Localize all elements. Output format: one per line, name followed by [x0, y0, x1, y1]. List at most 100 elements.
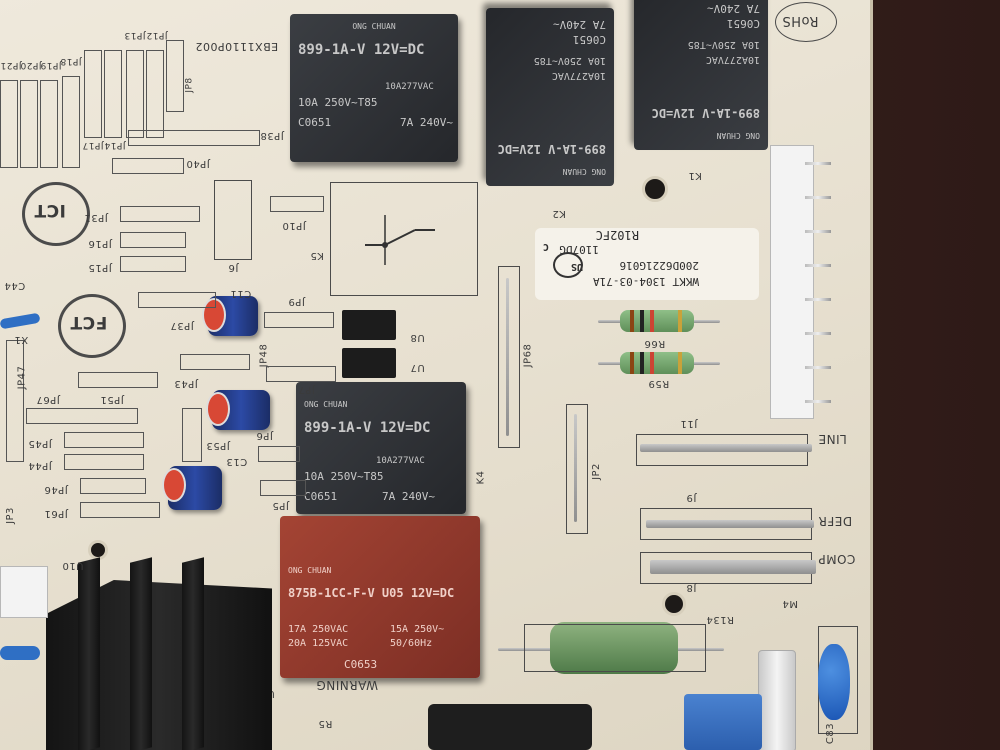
silk-jp68: JP68 [522, 343, 534, 368]
silk-jp3: JP3 [4, 507, 16, 524]
relay-rating-c: 7A 240V~ [707, 2, 760, 15]
label-line1: R102FC [595, 228, 639, 242]
jumper-jp9 [264, 312, 334, 328]
silk-k2: K2 [552, 208, 566, 219]
relay-code: C0651 [726, 17, 760, 30]
silk-c13: C13 [226, 456, 248, 467]
silk-j11: J11 [680, 418, 698, 429]
jumper-jp13 [126, 50, 144, 138]
jumper-jp5 [260, 480, 306, 496]
silk-line: LINE [818, 432, 847, 446]
silk-j6: J6 [228, 262, 239, 273]
silk-c83: C83 [825, 722, 837, 745]
jumper-jp12 [146, 50, 164, 138]
connector-pin [805, 196, 831, 199]
jp2-outline [566, 404, 588, 534]
heatsink-fin [78, 557, 100, 750]
jumper-jp45 [64, 432, 144, 448]
jumper-jp44 [64, 454, 144, 470]
connector-pin [805, 400, 831, 403]
rohs-mark [775, 2, 837, 42]
relay-code: C0651 [572, 33, 606, 46]
silk-jp12: JP12 [146, 30, 168, 40]
connector-pin [805, 298, 831, 301]
connector-pin [805, 366, 831, 369]
relay-rating-d: 50/60Hz [390, 638, 433, 649]
connector-pin [805, 332, 831, 335]
relay-model: 899-1A-V 12V=DC [298, 42, 425, 58]
mounting-hole [662, 592, 686, 616]
rohs-text: RoHS [782, 13, 819, 28]
relay-rating-b: 10A277VAC [551, 70, 606, 81]
electrolytic-capacitor [202, 296, 258, 336]
jumper-jp53 [182, 408, 202, 462]
silk-jp43: JP43 [174, 378, 198, 389]
ict-text: ICT [34, 200, 66, 220]
jumper-jp17 [84, 50, 102, 138]
silk-jp19: JP19 [40, 60, 62, 70]
jumper-jp8 [166, 40, 184, 112]
electrolytic-capacitor [206, 390, 270, 430]
relay-model: 899-1A-V 12V=DC [651, 106, 760, 120]
silk-k5: K5 [310, 250, 324, 261]
silk-jp10: JP10 [282, 220, 306, 231]
relay-model: 899-1A-V 12V=DC [304, 420, 431, 436]
silk-k4: K4 [475, 470, 487, 485]
jumper-jp16 [120, 232, 186, 248]
jumper-jp14 [104, 50, 122, 138]
fct-mark [58, 294, 126, 358]
relay-model: 899-1A-V 12V=DC [497, 142, 606, 156]
silk-c44: C44 [4, 280, 26, 291]
optocoupler-u8 [342, 310, 396, 340]
relay-code: C0651 [298, 116, 332, 129]
electrolytic-capacitor [162, 466, 222, 510]
r134-outline [524, 624, 706, 672]
jumper-wire [574, 414, 577, 522]
optocoupler-u7 [342, 348, 396, 378]
jumper-jp47 [6, 340, 24, 462]
relay-symbol-icon [365, 215, 435, 265]
relay-rating-c: 7A 240V~ [382, 490, 435, 503]
blue-wire [0, 646, 40, 660]
silk-jp9: JP9 [288, 296, 305, 307]
silk-jp46: JP46 [44, 484, 68, 495]
jumper-jp21 [0, 80, 18, 168]
silk-r59: R59 [648, 378, 670, 389]
relay-brand: ONG CHUAN [716, 131, 760, 140]
relay-code: C0651 [304, 490, 338, 503]
heatsink-fin [182, 557, 204, 750]
relay-rating-b: 10A277VAC [705, 54, 760, 65]
silk-defr: DEFR [818, 514, 853, 528]
silk-c11: C11 [230, 288, 252, 299]
silk-jp18: JP18 [60, 56, 82, 66]
jumper-jp38 [128, 130, 260, 146]
silk-jp44: JP44 [28, 460, 52, 471]
jumper-jp10 [270, 196, 324, 212]
jumper-jp67 [26, 408, 138, 424]
silk-jp15: JP15 [88, 262, 112, 273]
silk-jp21: JP21 [0, 60, 22, 70]
relay-rating-a: 10A 250V~T85 [304, 470, 384, 483]
jumper-jp61 [80, 502, 160, 518]
silk-jp53: JP53 [206, 440, 230, 451]
silk-jp40: JP40 [186, 158, 210, 169]
jumper-jp37 [138, 292, 216, 308]
small-connector [0, 566, 48, 618]
silk-jp48: JP48 [258, 343, 270, 368]
silk-x1: X1 [14, 334, 29, 345]
jumper-jp18 [62, 76, 80, 168]
jumper-jp40 [112, 158, 184, 174]
jumper-jp20 [20, 80, 38, 168]
silk-jp8: JP8 [184, 77, 195, 93]
silk-jp31: JP31 [84, 212, 108, 223]
silk-j8: J8 [686, 582, 697, 593]
jumper-jp31 [120, 206, 200, 222]
silk-jp7: JP7 [298, 384, 315, 395]
heatsink-fin [130, 557, 152, 750]
resistor-r134 [550, 622, 678, 674]
silk-jp14: JP14 [104, 140, 126, 150]
relay-rating-a: 10A 250V~T85 [687, 39, 760, 50]
relay-model: 875B-1CC-F-V U05 12V=DC [288, 586, 455, 600]
silk-jp61: JP61 [44, 508, 68, 519]
silk-u8: U8 [410, 332, 425, 343]
